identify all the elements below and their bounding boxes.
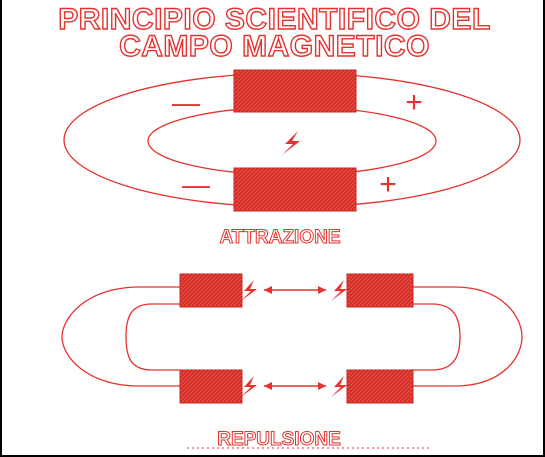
repulsion-bottom-right-magnet	[346, 369, 414, 404]
repulsion-outer-field-line	[61, 286, 523, 387]
double-arrow-icon	[264, 286, 326, 294]
attraction-label: ATTRAZIONE	[219, 227, 340, 248]
repulsion-top-left-magnet	[179, 273, 243, 308]
attraction-bottom-right-sign: +	[379, 168, 397, 201]
lightning-bolt-icon	[331, 376, 347, 397]
repulsion-top-right-magnet	[346, 273, 414, 308]
double-arrow-icon	[264, 382, 326, 390]
lightning-bolt-icon	[331, 280, 347, 301]
attraction-diagram: — + — + ATTRAZIONE	[63, 69, 521, 249]
attraction-top-right-sign: +	[405, 86, 423, 119]
attraction-bottom-magnet	[233, 167, 357, 212]
repulsion-label: REPULSIONE	[217, 429, 341, 450]
title-line-2: CAMPO MAGNETICO	[118, 30, 430, 63]
lightning-bolt-icon	[241, 280, 257, 301]
attraction-top-left-sign: —	[172, 87, 200, 118]
title-line-1: PRINCIPIO SCIENTIFICO DEL	[58, 3, 491, 36]
repulsion-diagram: REPULSIONE	[61, 273, 523, 451]
attraction-bottom-left-sign: —	[182, 169, 210, 200]
attraction-top-magnet	[233, 69, 357, 113]
lightning-bolt-icon	[241, 376, 257, 397]
repulsion-bottom-left-magnet	[179, 369, 243, 404]
repulsion-inner-field-line	[125, 303, 461, 371]
lightning-bolt-icon	[282, 131, 300, 155]
